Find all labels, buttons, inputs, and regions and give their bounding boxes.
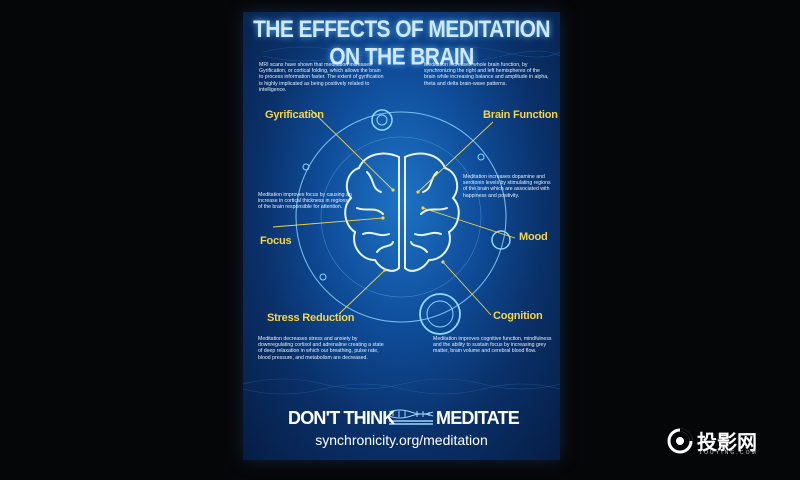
ring-top-left-inner [376,114,388,126]
ring-bottom-left-small [319,273,327,281]
outer-ring [295,111,507,323]
ring-bottom-right [419,293,461,335]
label-stress-reduction: Stress Reduction [267,312,355,324]
inner-ring [320,136,482,298]
watermark-text: 投影网 [697,432,757,454]
intro-left-text: MRI scans have shown that meditation inc… [259,62,384,93]
watermark-subtext: TOUYING.COM [699,450,758,456]
focus-text: Meditation improves focus by causing an … [258,192,352,211]
cognition-text: Meditation improves cognitive function, … [433,336,552,355]
brain-outline [344,152,460,272]
poster-url: synchronicity.org/meditation [315,432,488,448]
poster-title: THE EFFECTS OF MEDITATION ON THE BRAIN [253,16,550,71]
dna-pattern-top [262,46,560,62]
watermark-logo-icon [667,428,693,454]
brain-diagram [243,46,560,425]
stress-text: Meditation decreases stress and anxiety … [258,336,384,361]
ring-left-small [302,163,310,171]
intro-right-text: Meditation increases whole brain functio… [424,62,549,87]
label-cognition: Cognition [493,310,543,322]
label-gyrification: Gyrification [265,109,324,121]
label-mood: Mood [519,231,548,243]
label-brain-function: Brain Function [483,109,558,121]
dna-pattern-bottom [243,378,560,395]
meditation-poster: THE EFFECTS OF MEDITATION ON THE BRAIN M… [243,12,560,460]
dna-icon [388,409,434,425]
label-focus: Focus [260,235,292,247]
mood-text: Meditation increases dopamine and seroto… [463,174,551,199]
ring-bottom-right-inner [426,300,454,328]
connector-lines [272,109,516,316]
slogan-meditate: MEDITATE [436,408,520,428]
ring-top-left [371,109,393,131]
connector-dots [381,188,445,272]
footer-slogan: DON'T THINK MEDITATE [243,408,560,430]
ring-right-small [477,153,485,161]
slogan-dont-think: DON'T THINK [288,408,395,428]
ring-right [491,230,511,250]
